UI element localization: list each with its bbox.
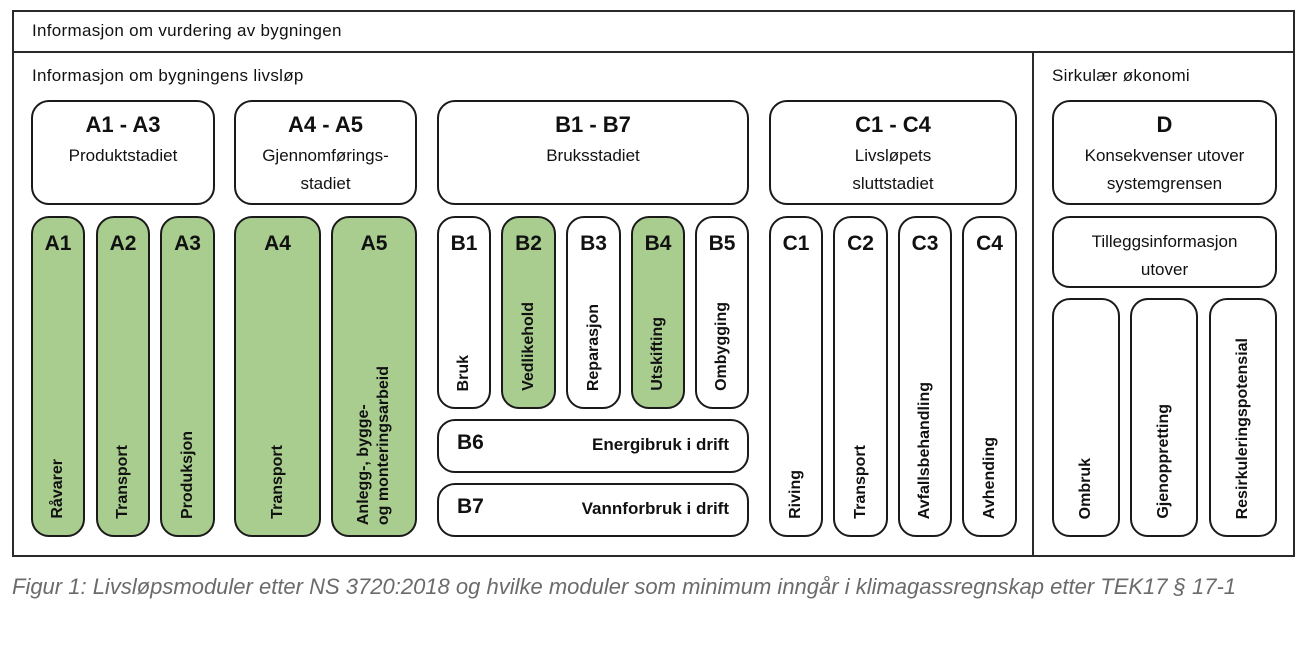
group-stage-line2: systemgrensen (1106, 174, 1223, 193)
group-code: A4 - A5 (288, 112, 363, 137)
module-a2: A2 Transport (96, 216, 150, 537)
group-d: D Konsekvenser utover systemgrensen (1052, 100, 1277, 205)
figure-caption: Figur 1: Livsløpsmoduler etter NS 3720:2… (12, 574, 1237, 599)
d-additional-info: Tilleggsinformasjon utover (1052, 216, 1277, 288)
module-label: Transport (851, 445, 869, 519)
module-c1: C1 Riving (769, 216, 823, 537)
module-code: B4 (644, 232, 672, 255)
module-code: C2 (847, 232, 874, 255)
module-b3: B3 Reparasjon (566, 216, 621, 409)
group-stage: Produktstadiet (68, 146, 178, 165)
module-label: Avhending (980, 436, 998, 519)
d-module-gjenoppretting: Gjenoppretting (1130, 298, 1198, 537)
module-b6: B6 Energibruk i drift (437, 419, 749, 473)
group-stage: Bruksstadiet (546, 146, 640, 165)
group-b1-b7: B1 - B7 Bruksstadiet (437, 100, 749, 205)
module-code: A4 (264, 232, 291, 255)
module-b7: B7 Vannforbruk i drift (437, 483, 749, 537)
module-label: Utskifting (649, 317, 666, 391)
module-a3: A3 Produksjon (160, 216, 215, 537)
module-label: Bruk (455, 354, 472, 391)
title-divider (12, 51, 1295, 53)
module-a1: A1 Råvarer (31, 216, 85, 537)
module-b1: B1 Bruk (437, 216, 491, 409)
module-label: Riving (787, 470, 804, 519)
module-code: B1 (450, 232, 478, 255)
group-code: C1 - C4 (855, 112, 931, 137)
module-code: A1 (44, 232, 72, 255)
diagram-title: Informasjon om vurdering av bygningen (32, 21, 342, 40)
module-label: Energibruk i drift (592, 435, 729, 454)
module-label-line1: Anlegg-, bygge- (355, 404, 372, 525)
group-stage-line2: sluttstadiet (852, 174, 934, 193)
module-c4: C4 Avhending (962, 216, 1017, 537)
lifecycle-header: Informasjon om bygningens livsløp (32, 66, 304, 85)
module-code: A2 (109, 232, 137, 255)
outer-frame (12, 10, 1295, 557)
module-code: C1 (782, 232, 810, 255)
d-module-ombruk: Ombruk (1052, 298, 1120, 537)
module-code: B7 (457, 495, 484, 518)
section-divider (1032, 51, 1034, 557)
group-stage-line2: stadiet (300, 174, 351, 193)
group-code: A1 - A3 (85, 112, 161, 137)
module-label: Vedlikehold (519, 302, 537, 391)
module-label: Gjenoppretting (1155, 404, 1172, 519)
group-code: D (1156, 112, 1173, 137)
module-b2: B2 Vedlikehold (501, 216, 556, 409)
group-stage-line1: Gjennomførings- (262, 146, 389, 165)
module-code: B5 (708, 232, 736, 255)
module-code: B3 (580, 232, 607, 255)
module-label: Produksjon (178, 430, 196, 519)
module-a5: A5 Anlegg-, bygge- og monteringsarbeid (331, 216, 417, 537)
group-code: B1 - B7 (555, 112, 631, 137)
module-b5: B5 Ombygging (695, 216, 749, 409)
module-code: C3 (911, 232, 939, 255)
module-label: Anlegg-, bygge- og monteringsarbeid (354, 366, 394, 525)
module-c2: C2 Transport (833, 216, 888, 537)
module-label: Ombygging (713, 302, 730, 391)
module-label: Ombruk (1077, 457, 1094, 519)
module-b4: B4 Utskifting (631, 216, 685, 409)
circular-header: Sirkulær økonomi (1052, 66, 1190, 85)
module-label: Vannforbruk i drift (581, 499, 729, 518)
module-label: Resirkuleringspotensial (1234, 337, 1251, 519)
d-module-resirkulering: Resirkuleringspotensial (1209, 298, 1277, 537)
module-code: B2 (515, 232, 542, 255)
module-label: Avfallsbehandling (916, 381, 933, 519)
module-label: Råvarer (49, 459, 66, 519)
module-code: A5 (360, 232, 388, 255)
module-code: C4 (976, 232, 1003, 255)
d-additional-line2: utover (1140, 260, 1189, 279)
module-label: Transport (114, 445, 131, 519)
group-stage-line1: Livsløpets (854, 146, 932, 165)
module-a4: A4 Transport (234, 216, 321, 537)
d-additional-line1: Tilleggsinformasjon (1091, 232, 1238, 251)
group-a1-a3: A1 - A3 Produktstadiet (31, 100, 215, 205)
group-stage-line1: Konsekvenser utover (1084, 146, 1245, 165)
module-label-line2: og monteringsarbeid (375, 365, 392, 525)
group-a4-a5: A4 - A5 Gjennomførings- stadiet (234, 100, 417, 205)
group-c1-c4: C1 - C4 Livsløpets sluttstadiet (769, 100, 1017, 205)
module-c3: C3 Avfallsbehandling (898, 216, 952, 537)
module-label: Reparasjon (584, 303, 602, 391)
module-code: B6 (457, 431, 484, 454)
module-label: Transport (268, 445, 286, 519)
module-code: A3 (174, 232, 201, 255)
